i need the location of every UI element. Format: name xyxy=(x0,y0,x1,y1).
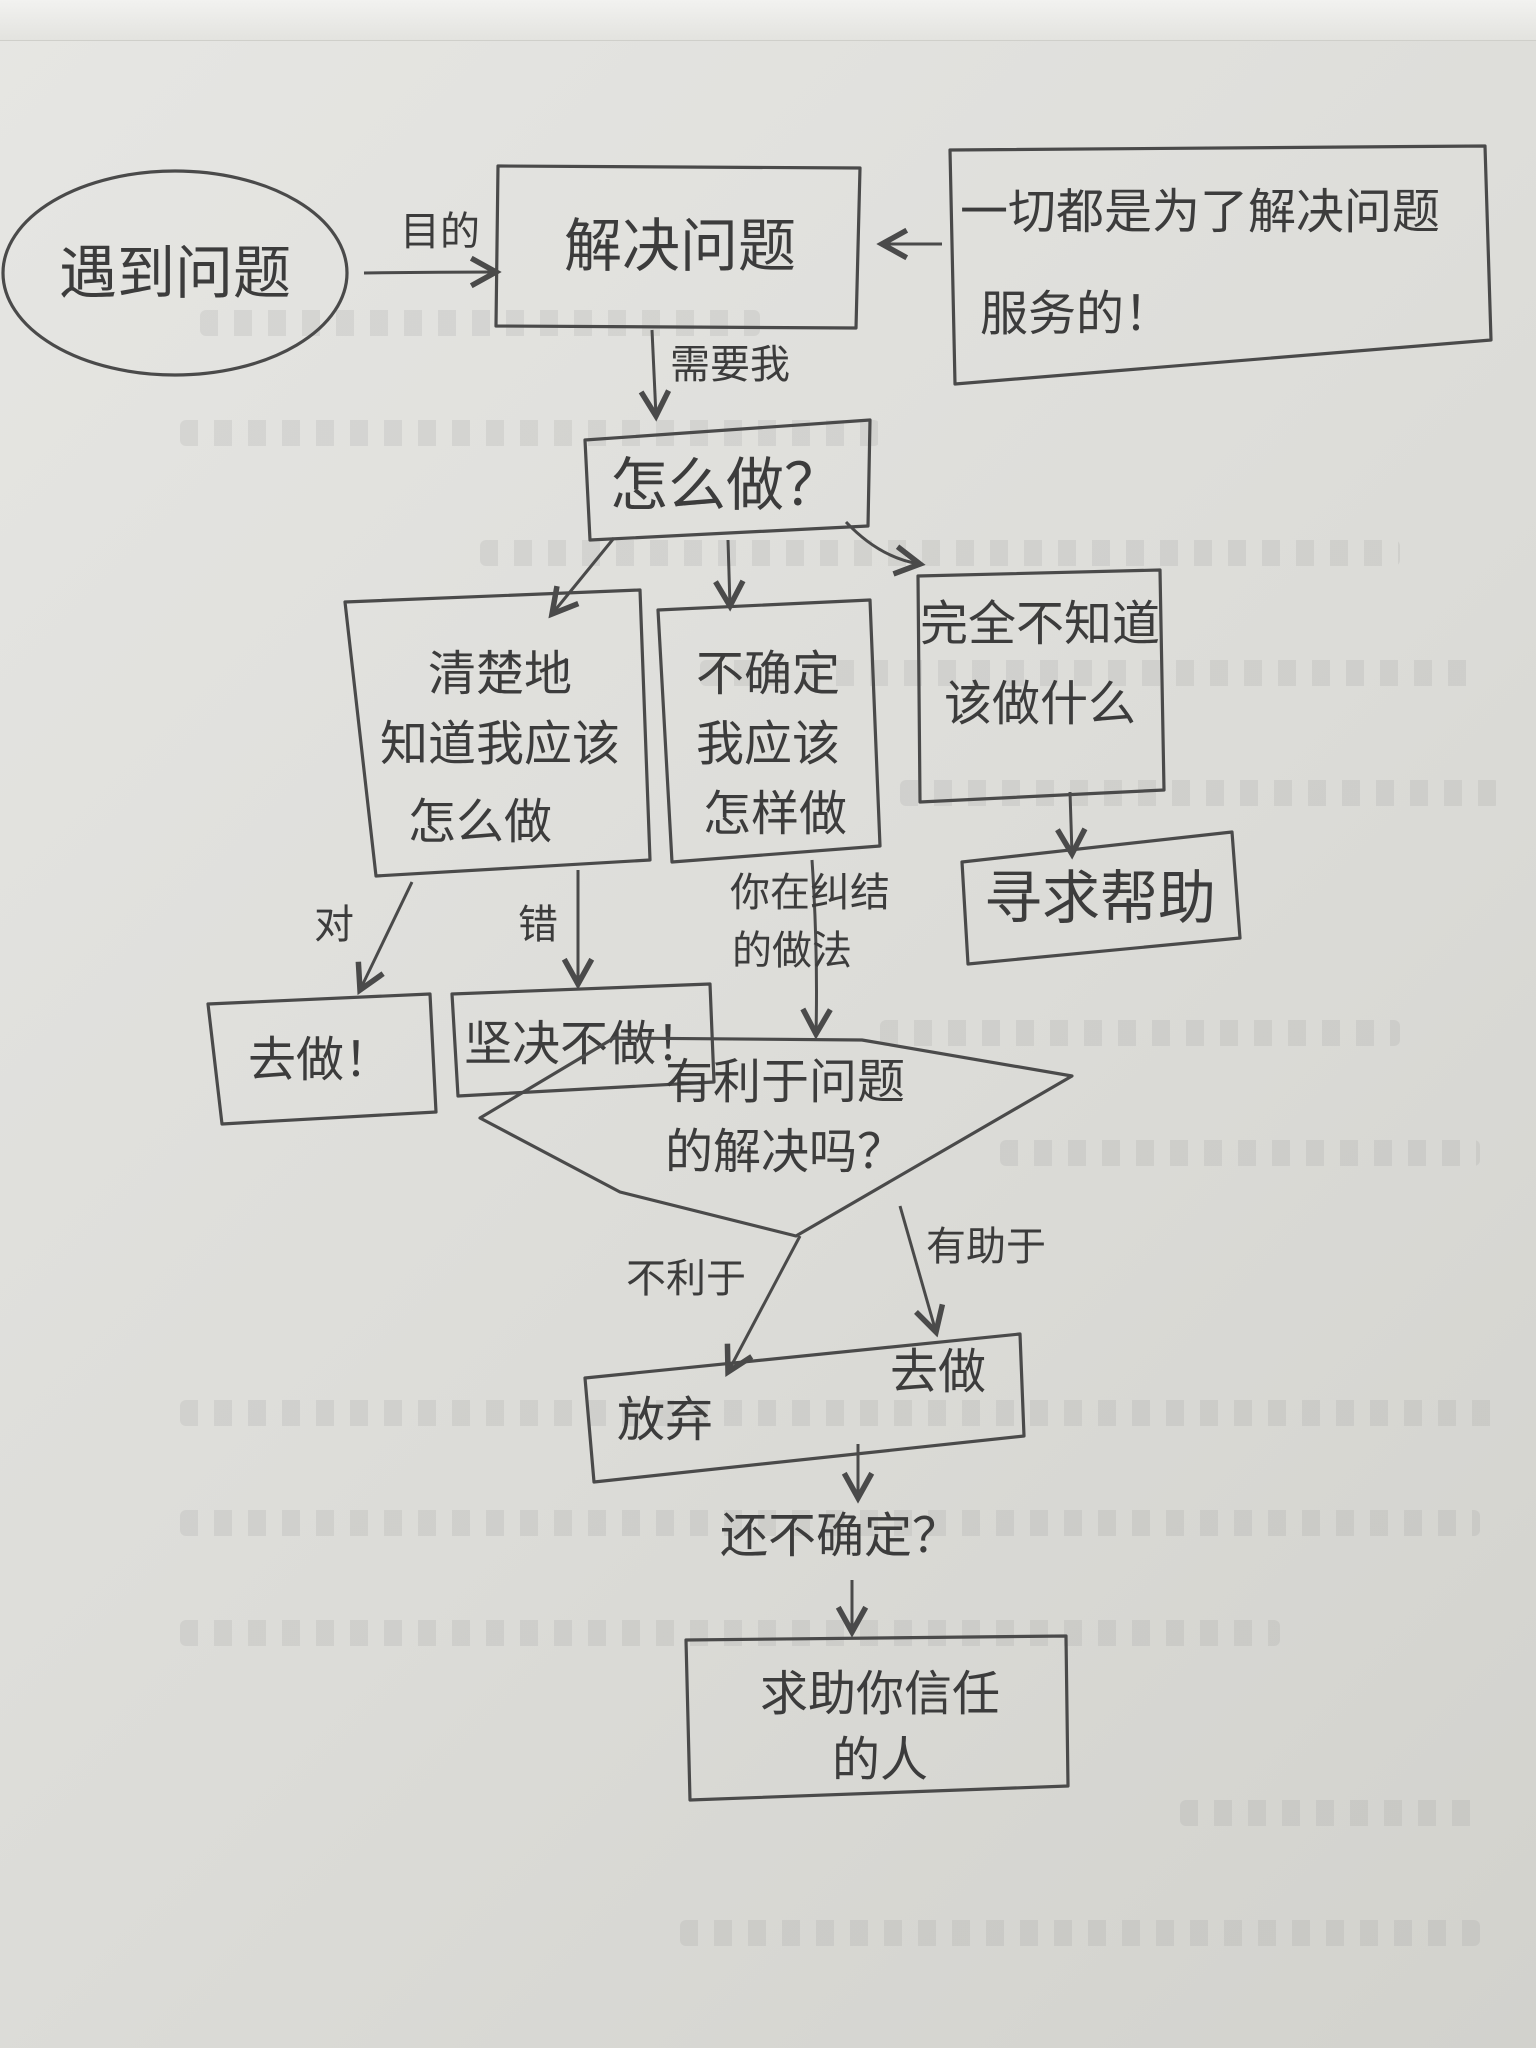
clear-line-2: 知道我应该 xyxy=(380,716,620,772)
go-do-label: 去做！ xyxy=(248,1032,392,1088)
seek-help-label: 寻求帮助 xyxy=(984,864,1216,932)
paper-fold xyxy=(0,0,1536,41)
note-node xyxy=(948,144,1493,386)
edge-label-right: 对 xyxy=(314,902,354,948)
edge-how-unknown xyxy=(844,520,920,564)
unknown-node xyxy=(916,568,1166,804)
edge-label-evaluate-2: 的做法 xyxy=(732,928,852,974)
clear-line-3: 怎么做 xyxy=(408,794,552,850)
edge-label-not-help: 不利于 xyxy=(626,1256,746,1302)
edge-unknown-help xyxy=(1070,791,1072,854)
decision-line-1: 有利于问题 xyxy=(665,1054,905,1110)
unsure-line-3: 怎样做 xyxy=(703,786,847,842)
edge-label-need-me: 需要我 xyxy=(670,342,790,388)
encounter-node xyxy=(1,169,349,377)
edge-clear-right xyxy=(360,881,414,990)
unsure-line-1: 不确定 xyxy=(696,646,840,702)
edge-label-evaluate-1: 你在纠结 xyxy=(730,870,890,916)
go-do-node xyxy=(206,992,438,1126)
refuse-node xyxy=(450,982,716,1098)
trust-line-1: 求助你信任 xyxy=(760,1666,1000,1722)
trust-node xyxy=(684,1634,1070,1802)
how-node xyxy=(583,418,872,542)
note-line-2: 服务的！ xyxy=(980,286,1172,342)
unsure-line-2: 我应该 xyxy=(696,716,840,772)
how-label: 怎么做？ xyxy=(610,451,842,519)
seek-help-node xyxy=(960,830,1242,966)
unknown-line-1: 完全不知道 xyxy=(920,596,1160,652)
do-label: 去做 xyxy=(890,1344,986,1400)
edge-label-purpose: 目的 xyxy=(400,209,480,255)
edge-how-unsure xyxy=(728,539,730,606)
edge-decision-do xyxy=(898,1205,936,1332)
edge-how-clear xyxy=(552,537,616,614)
edge-solve-how xyxy=(652,329,656,416)
note-line-1: 一切都是为了解决问题 xyxy=(960,184,1440,240)
edge-unsure-decision xyxy=(812,859,817,1034)
giveup-do-node xyxy=(583,1332,1026,1484)
solve-label: 解决问题 xyxy=(564,212,796,280)
clear-line-1: 清楚地 xyxy=(428,646,572,702)
edge-encounter-solve xyxy=(363,272,496,273)
trust-line-2: 的人 xyxy=(832,1732,928,1788)
decision-node xyxy=(478,1036,1074,1238)
unsure-node xyxy=(656,598,882,864)
clear-node xyxy=(343,588,652,878)
giveup-label: 放弃 xyxy=(617,1392,713,1448)
refuse-label: 坚决不做！ xyxy=(464,1016,704,1072)
edge-label-wrong: 错 xyxy=(518,902,558,948)
edge-decision-giveup xyxy=(728,1235,802,1372)
unknown-line-2: 该做什么 xyxy=(944,676,1136,732)
edge-label-helps: 有助于 xyxy=(926,1224,1046,1270)
decision-line-2: 的解决吗？ xyxy=(665,1124,905,1180)
still-unsure-label: 还不确定？ xyxy=(720,1508,960,1564)
encounter-label: 遇到问题 xyxy=(59,239,291,307)
